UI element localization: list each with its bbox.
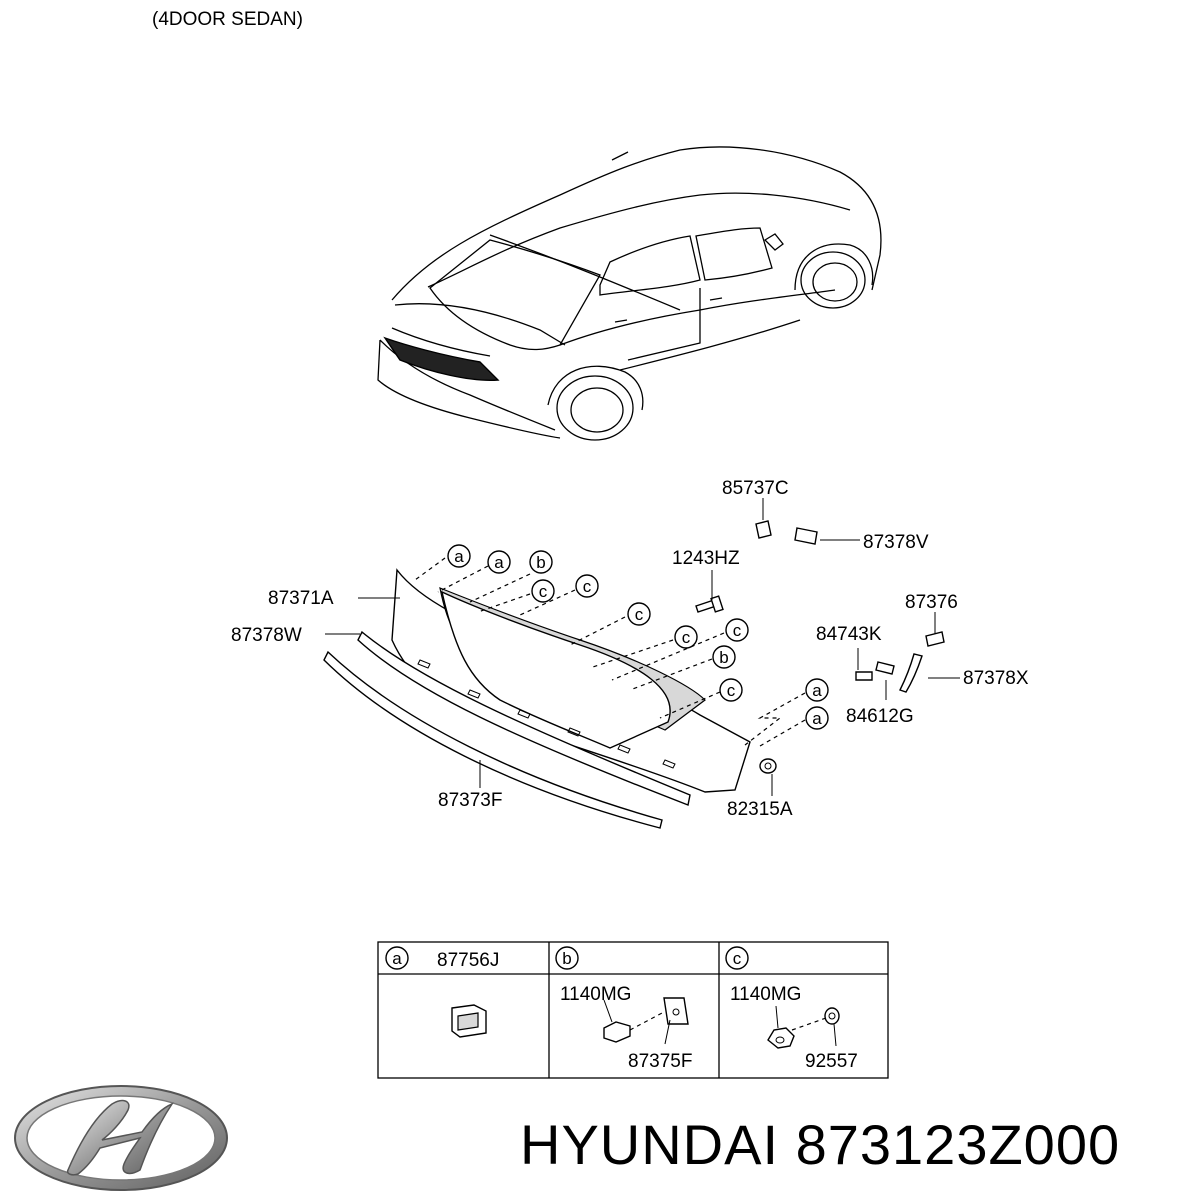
part-85737c — [755, 520, 772, 539]
marker-b-2: b — [719, 648, 728, 667]
marker-a-3: a — [812, 681, 822, 700]
part-87378v — [794, 527, 818, 545]
legend-c-top-label: 1140MG — [730, 984, 801, 1005]
brand-name: HYUNDAI — [520, 1113, 780, 1176]
brand-part-number: HYUNDAI 873123Z000 — [520, 1112, 1120, 1177]
label-87373f: 87373F — [438, 790, 502, 811]
strip-87378w — [357, 630, 691, 806]
legend-b-top-label: 1140MG — [560, 984, 631, 1005]
grommet-87375f — [663, 997, 689, 1025]
marker-c-2: c — [583, 577, 592, 596]
marker-c-3: c — [635, 605, 644, 624]
screw-1140mg-c — [767, 1027, 795, 1049]
label-85737c: 85737C — [722, 478, 789, 499]
marker-c-1: c — [539, 582, 548, 601]
washer-92557 — [824, 1007, 840, 1025]
garnish-panel — [441, 590, 671, 749]
label-1243hz: 1243HZ — [672, 548, 740, 569]
clip-82315a — [759, 758, 777, 774]
part-number: 873123Z000 — [795, 1113, 1121, 1176]
label-87378v: 87378V — [863, 532, 929, 553]
legend-marker-c: c — [733, 949, 742, 968]
marker-c-5: c — [733, 621, 742, 640]
label-84612g: 84612G — [846, 706, 914, 727]
label-87376: 87376 — [905, 592, 958, 613]
label-84743k: 84743K — [816, 624, 882, 645]
label-87378x: 87378X — [963, 668, 1029, 689]
label-87371a: 87371A — [268, 588, 334, 609]
label-82315a: 82315A — [727, 799, 793, 820]
part-87378x — [899, 653, 923, 693]
variant-title: (4DOOR SEDAN) — [152, 9, 303, 30]
marker-a-4: a — [812, 709, 822, 728]
marker-c-4: c — [682, 628, 691, 647]
label-87378w: 87378W — [231, 625, 302, 646]
marker-circles: a a b c c c c c b c a a — [447, 544, 829, 730]
legend-marker-b: b — [562, 949, 571, 968]
marker-b-1: b — [536, 553, 545, 572]
marker-a-1: a — [454, 547, 464, 566]
part-84743k — [855, 671, 873, 681]
part-87376 — [925, 631, 945, 647]
hyundai-logo-icon — [14, 1085, 228, 1191]
screw-1140mg-b — [603, 1021, 631, 1043]
legend-table: a 87756J b 1140MG 87375F c 1140MG 92557 — [377, 941, 889, 1079]
marker-a-2: a — [494, 553, 504, 572]
car-illustration — [377, 146, 882, 441]
exploded-parts: a a b c c c c c b c a a 85737C 87378V 12… — [231, 478, 1029, 829]
marker-c-6: c — [727, 681, 736, 700]
moulding-87373f — [323, 650, 663, 829]
part-84612g — [875, 661, 895, 675]
legend-part-a: 87756J — [437, 950, 499, 971]
legend-marker-a: a — [392, 949, 402, 968]
legend-b-bottom-label: 87375F — [628, 1051, 692, 1072]
legend-c-bottom-label: 92557 — [805, 1051, 858, 1072]
